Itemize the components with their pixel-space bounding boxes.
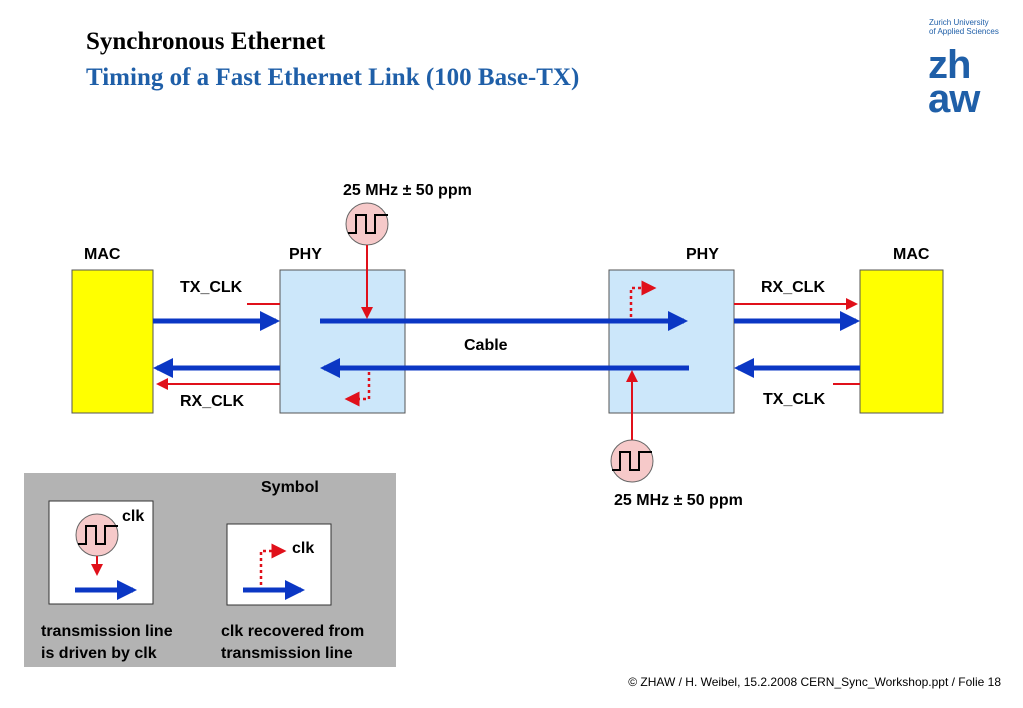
cable-label: Cable	[464, 337, 508, 354]
page-subtitle: Timing of a Fast Ethernet Link (100 Base…	[86, 64, 580, 91]
right-tx-clk-label: TX_CLK	[763, 391, 826, 408]
left-rx-clk-label: RX_CLK	[180, 393, 245, 410]
legend-caption-left: transmission line is driven by clk	[41, 621, 173, 665]
left-mac-box	[71, 269, 154, 414]
left-phy-label: PHY	[289, 246, 322, 263]
logo-mark-top: zh	[928, 43, 971, 87]
left-phy-box	[279, 269, 406, 414]
legend-recovered-clk-icon	[259, 543, 287, 585]
legend-caption-left-line-1: transmission line	[41, 623, 173, 640]
right-phy-label: PHY	[686, 246, 719, 263]
bottom-oscillator-icon	[610, 439, 654, 483]
right-phy-box	[608, 269, 735, 414]
top-oscillator-icon	[345, 202, 389, 246]
right-mac-label: MAC	[893, 246, 930, 263]
left-phy-recovered-clk-icon	[344, 372, 371, 407]
legend-clk-label-2: clk	[292, 540, 315, 557]
logo-line-1: Zurich University	[929, 18, 989, 27]
legend-caption-left-line-2: is driven by clk	[41, 645, 157, 662]
zhaw-logo: zh aw	[928, 43, 980, 121]
right-phy-recovered-clk-icon	[629, 280, 657, 317]
logo-mark-bottom: aw	[928, 77, 980, 121]
left-mac-label: MAC	[84, 246, 121, 263]
right-rx-clk-label: RX_CLK	[761, 279, 826, 296]
legend-caption-right: clk recovered from transmission line	[221, 621, 364, 665]
top-oscillator-frequency: 25 MHz ± 50 ppm	[343, 182, 472, 199]
legend-caption-right-line-2: transmission line	[221, 645, 353, 662]
left-tx-clk-label: TX_CLK	[180, 279, 243, 296]
right-mac-box	[859, 269, 944, 414]
legend-title: Symbol	[261, 479, 319, 496]
legend-box-right	[226, 523, 332, 606]
university-logo-text: Zurich University of Applied Sciences	[929, 18, 999, 36]
legend-oscillator-icon	[75, 513, 119, 557]
legend-caption-right-line-1: clk recovered from	[221, 623, 365, 640]
footer-copyright: © ZHAW / H. Weibel, 15.2.2008 CERN_Sync_…	[628, 675, 1001, 689]
page-title: Synchronous Ethernet	[86, 28, 326, 55]
legend-clk-label-1: clk	[122, 508, 145, 525]
logo-line-2: of Applied Sciences	[929, 27, 999, 36]
bottom-oscillator-frequency: 25 MHz ± 50 ppm	[614, 492, 743, 509]
